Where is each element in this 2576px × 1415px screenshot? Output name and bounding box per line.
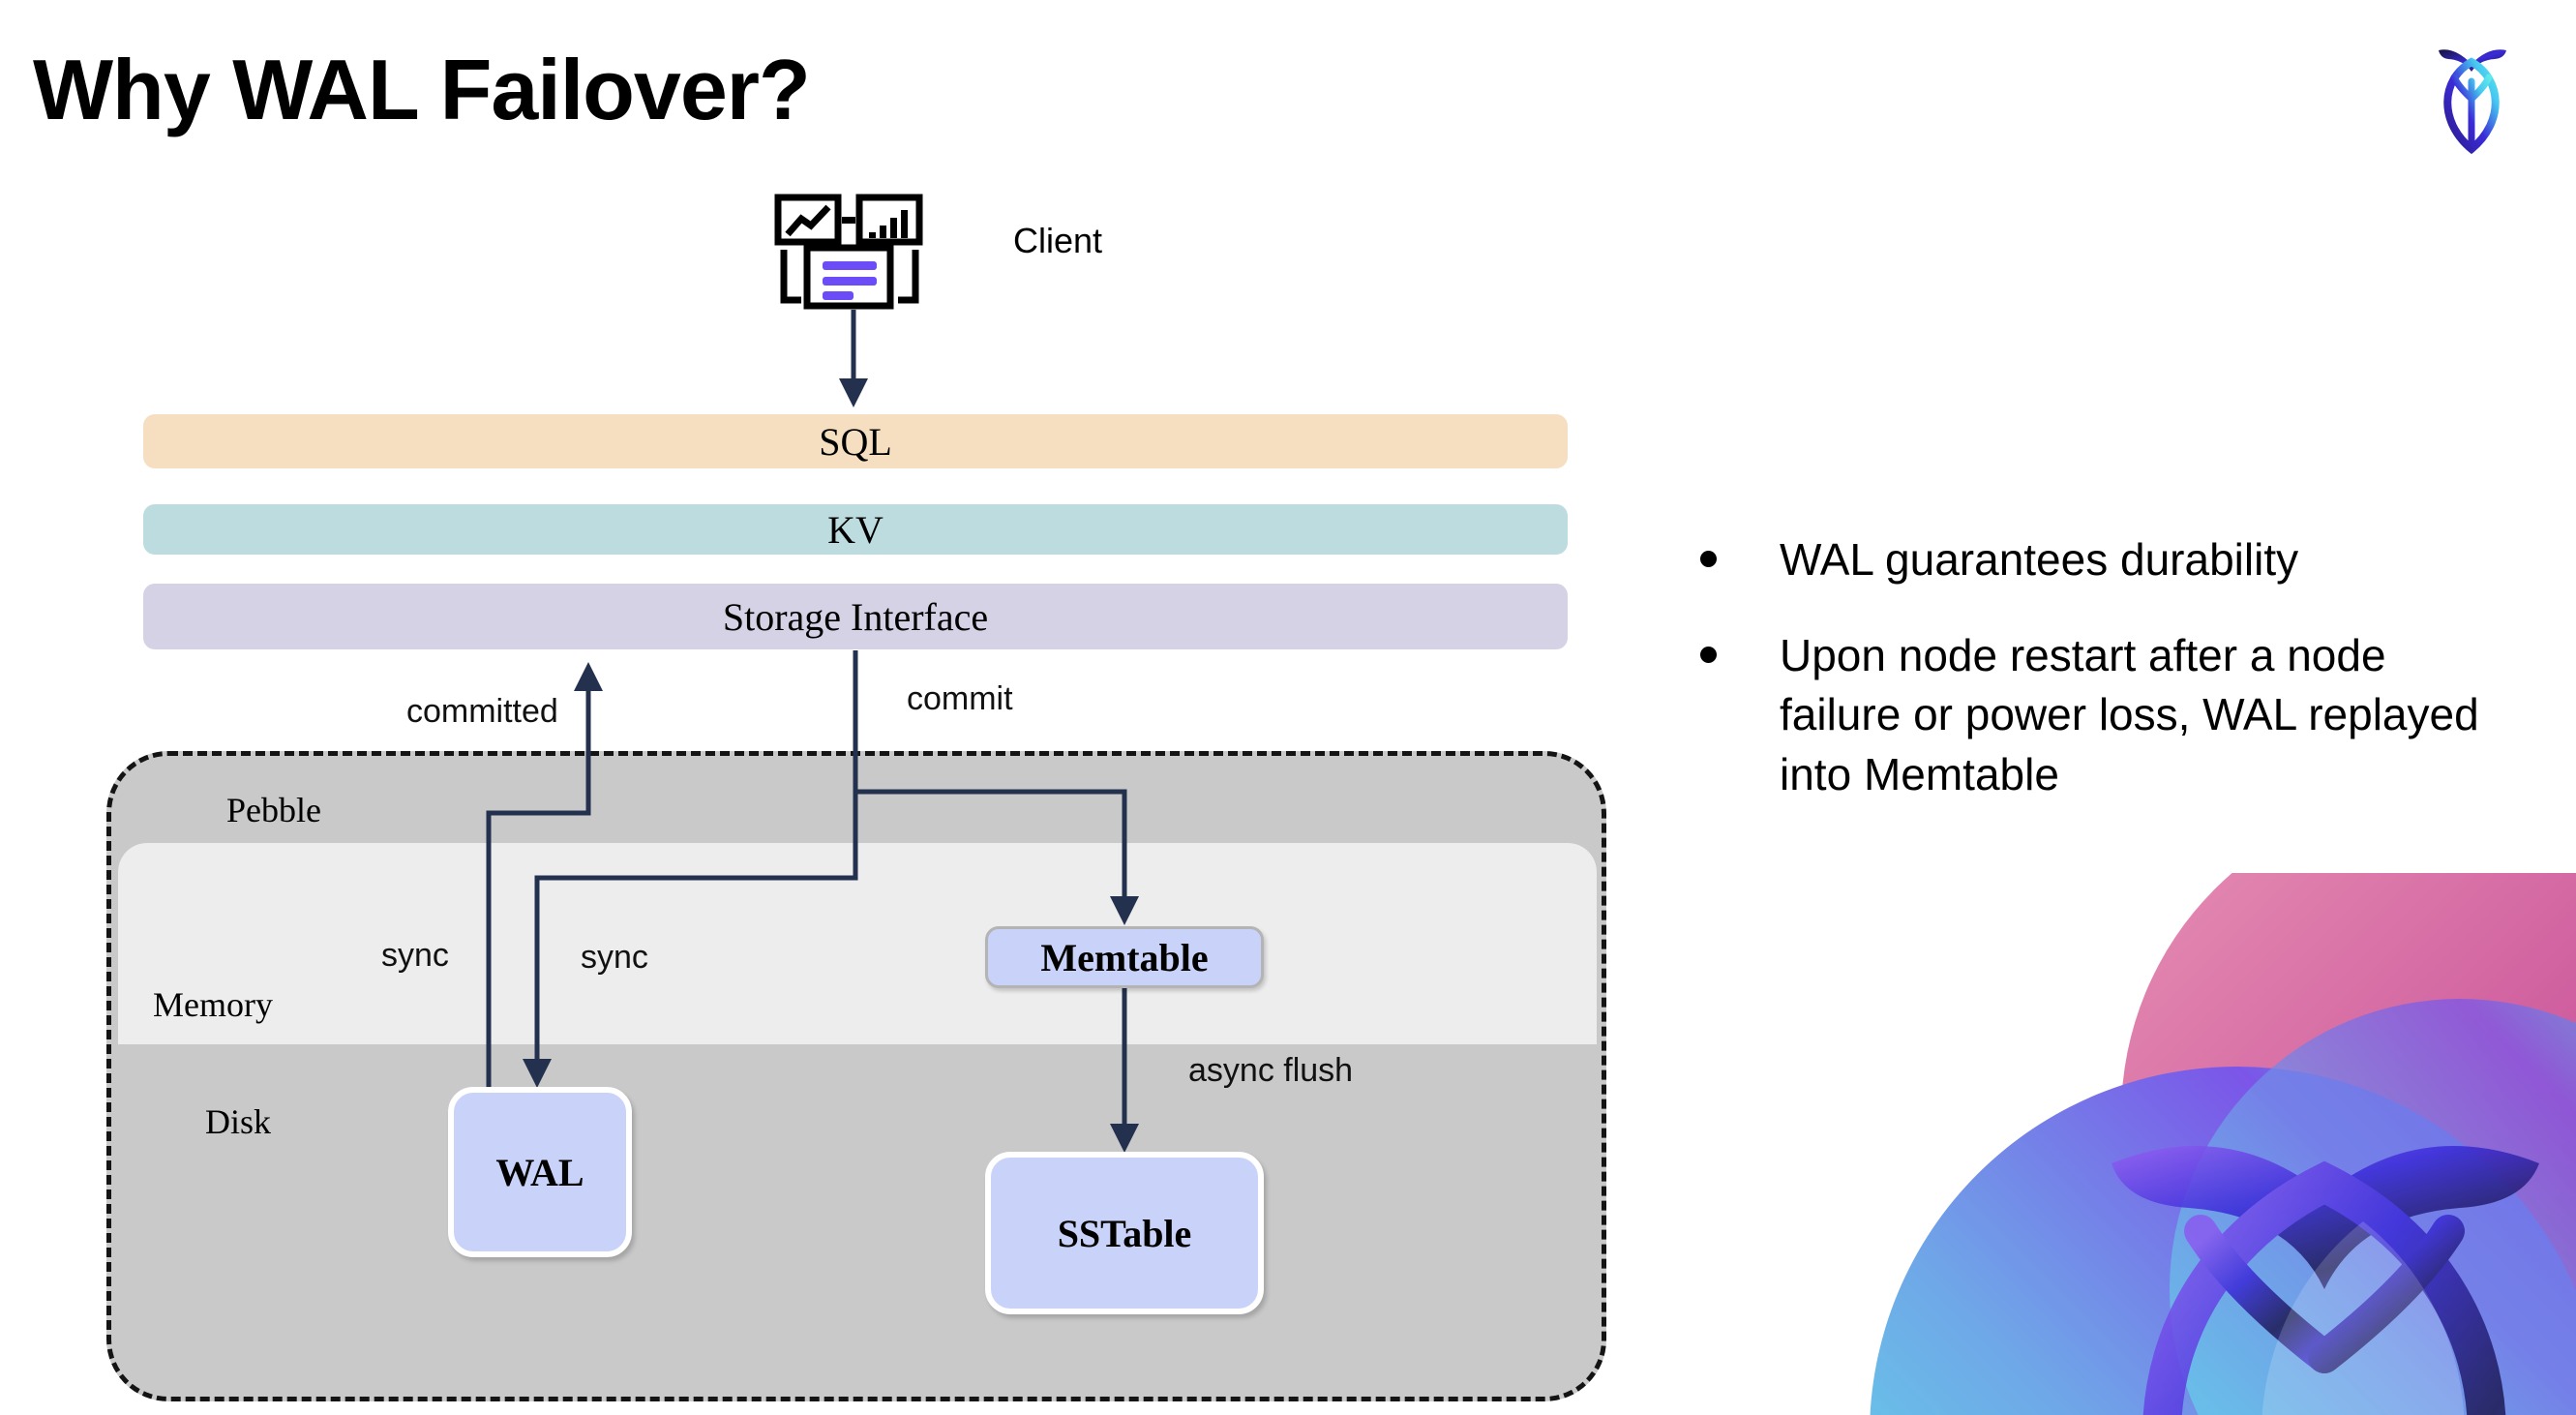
list-item: WAL guarantees durability <box>1700 530 2503 589</box>
layer-bar-kv: KV <box>143 504 1568 555</box>
edge-label-sync-1: sync <box>381 937 449 974</box>
node-memtable-label: Memtable <box>1040 935 1209 979</box>
edge-label-commit: commit <box>907 680 1013 717</box>
node-wal-label: WAL <box>495 1150 584 1194</box>
bullet-text: Upon node restart after a node failure o… <box>1780 630 2479 799</box>
pebble-label: Pebble <box>226 791 321 829</box>
bullet-dot-icon <box>1700 551 1717 567</box>
edge-label-committed: committed <box>406 693 558 730</box>
layer-bar-kv-label: KV <box>827 507 884 552</box>
client-label: Client <box>1013 221 1103 260</box>
gradient-circles-logo-watermark <box>1821 873 2576 1415</box>
memory-region <box>118 843 1597 1044</box>
node-memtable: Memtable <box>985 926 1264 988</box>
cockroachdb-logo-icon <box>2415 29 2531 155</box>
layer-bar-sql: SQL <box>143 414 1568 468</box>
layer-bar-storage-interface: Storage Interface <box>143 584 1568 649</box>
bullet-list: WAL guarantees durability Upon node rest… <box>1700 530 2503 841</box>
edge-label-async-flush: async flush <box>1188 1052 1354 1089</box>
list-item: Upon node restart after a node failure o… <box>1700 626 2503 804</box>
page-title: Why WAL Failover? <box>33 42 811 137</box>
client-dashboard-icon <box>774 194 929 310</box>
node-sstable: SSTable <box>985 1152 1264 1314</box>
memory-label: Memory <box>153 985 273 1024</box>
edge-label-sync-2: sync <box>581 939 648 976</box>
node-sstable-label: SSTable <box>1057 1211 1192 1255</box>
node-wal: WAL <box>448 1087 632 1257</box>
layer-bar-storage-interface-label: Storage Interface <box>722 594 989 639</box>
layer-bar-sql-label: SQL <box>819 419 892 464</box>
bullet-dot-icon <box>1700 647 1717 664</box>
bullet-text: WAL guarantees durability <box>1780 534 2299 585</box>
disk-label: Disk <box>205 1102 272 1141</box>
